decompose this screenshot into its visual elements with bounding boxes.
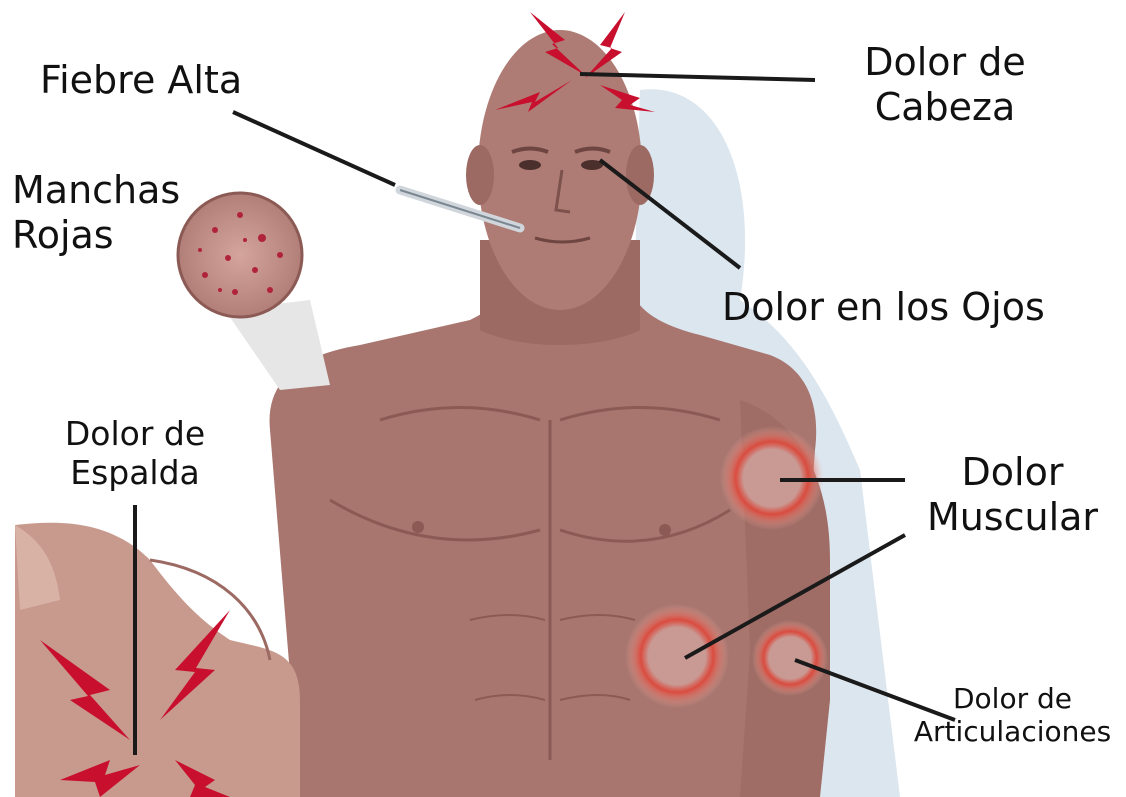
label-dolor-muscular: Dolor Muscular xyxy=(905,450,1120,540)
label-dolor-espalda-line1: Dolor de xyxy=(20,415,250,454)
label-dolor-cabeza-line1: Dolor de xyxy=(835,40,1055,85)
nipple-left xyxy=(412,521,424,533)
pain-ring-icon xyxy=(625,604,729,708)
pain-ring-icon xyxy=(752,620,828,696)
head xyxy=(478,30,642,310)
label-manchas-line2: Rojas xyxy=(12,213,180,258)
label-dolor-espalda-line2: Espalda xyxy=(20,454,250,493)
label-manchas-line1: Manchas xyxy=(12,168,180,213)
label-dolor-art-line2: Articulaciones xyxy=(905,715,1120,748)
label-dolor-articulaciones: Dolor de Articulaciones xyxy=(905,682,1120,748)
label-dolor-muscular-line1: Dolor xyxy=(905,450,1120,495)
leader-line-fiebre xyxy=(233,112,395,185)
label-dolor-ojos: Dolor en los Ojos xyxy=(722,285,1045,330)
label-dolor-espalda: Dolor de Espalda xyxy=(20,415,250,493)
label-dolor-cabeza: Dolor de Cabeza xyxy=(835,40,1055,130)
rash-magnifier-icon xyxy=(178,193,330,390)
label-dolor-art-line1: Dolor de xyxy=(905,682,1120,715)
label-dolor-muscular-line2: Muscular xyxy=(905,495,1120,540)
nipple-right xyxy=(659,524,671,536)
label-fiebre-alta: Fiebre Alta xyxy=(40,58,242,103)
eye-left xyxy=(519,160,541,170)
label-manchas-rojas: Manchas Rojas xyxy=(12,168,180,258)
ear-left xyxy=(466,145,494,205)
label-dolor-cabeza-line2: Cabeza xyxy=(835,85,1055,130)
